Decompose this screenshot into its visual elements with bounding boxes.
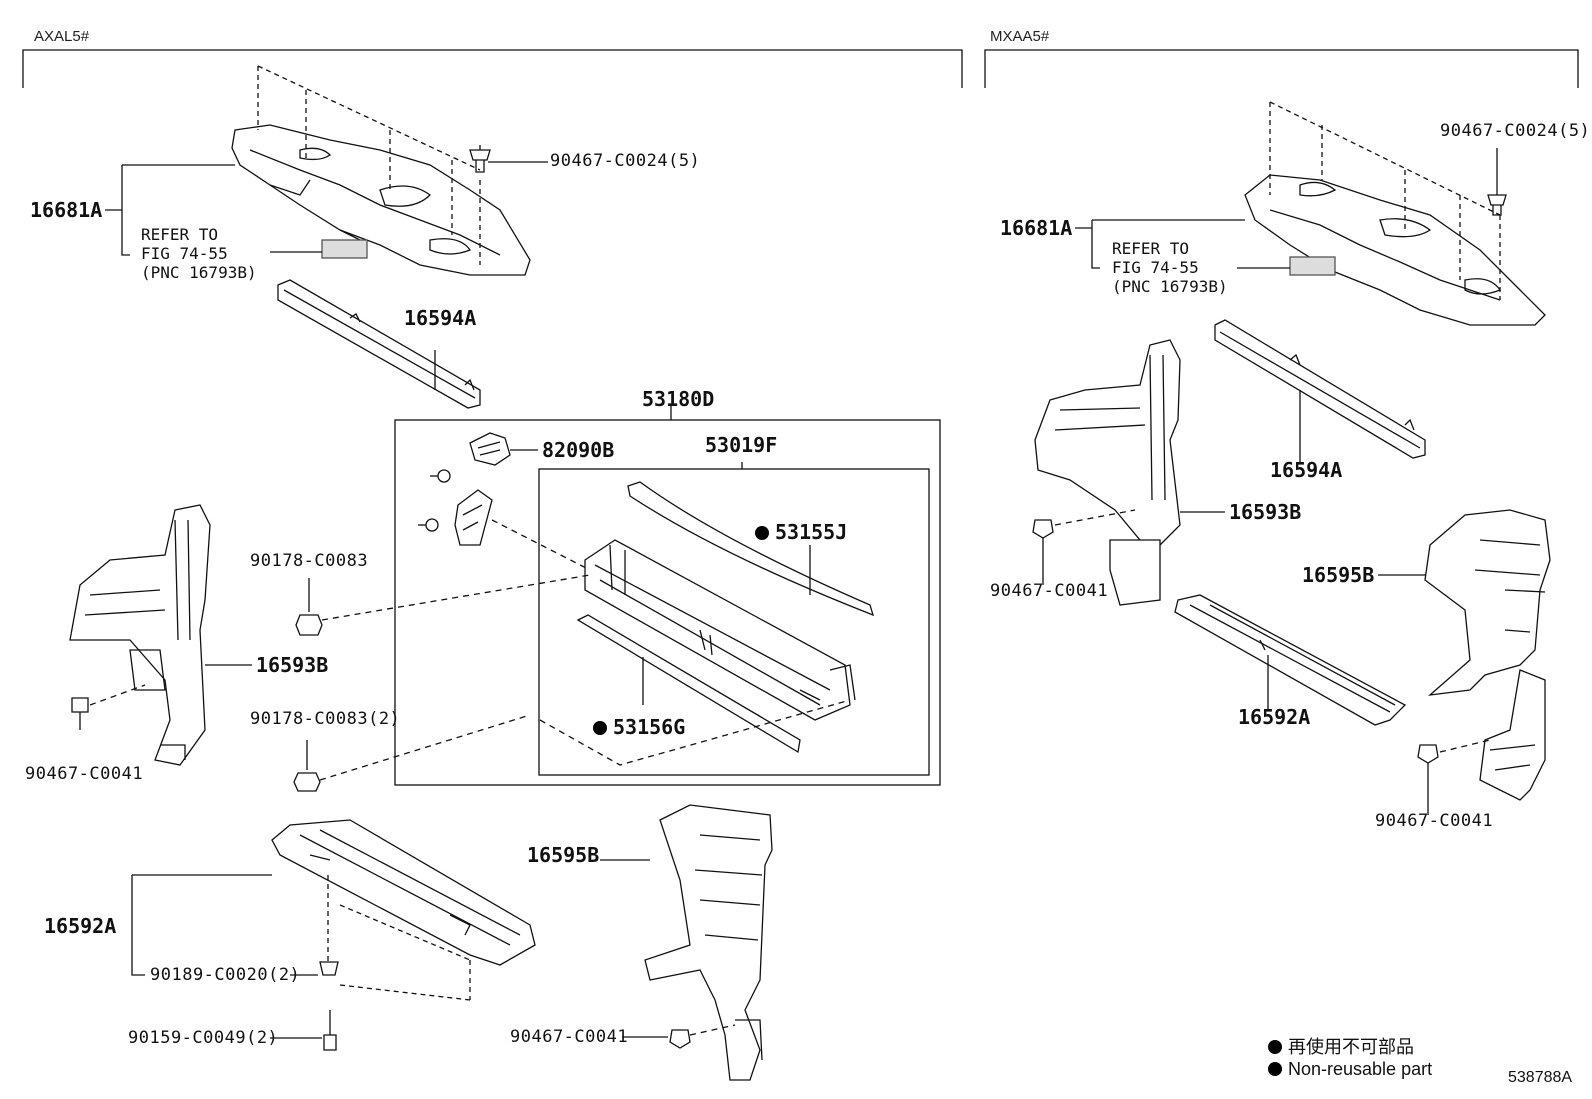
nut-90178-c0083-2 [293, 740, 321, 792]
label-53180d: 53180D [642, 387, 715, 411]
variant-header-right: MXAA5# [990, 28, 1050, 45]
dashed-guides-upper-right [1269, 101, 1501, 300]
nut-90178-c0083 [295, 578, 323, 636]
label-16592a-left: 16592A [44, 914, 117, 938]
clip-90467-c0024-right [1487, 148, 1507, 216]
side-duct-16593b-right [1034, 339, 1181, 606]
label-90467-c0024-right: 90467-C0024(5) [1440, 121, 1591, 141]
side-duct-16593b-left [69, 504, 211, 766]
assembly-box-53180d [394, 419, 941, 786]
label-53019f: 53019F [705, 433, 778, 457]
bracket-part [454, 489, 493, 546]
legend-dot [1268, 1062, 1282, 1076]
label-16595b-left: 16595B [527, 843, 600, 867]
label-16595b-right: 16595B [1302, 563, 1375, 587]
lower-shield-16592a-right [1174, 594, 1407, 726]
seal-53156g [576, 614, 801, 754]
label-16594a-right: 16594A [1270, 458, 1343, 482]
grille-frame-53019f [584, 539, 856, 721]
label-90467-c0041-left: 90467-C0041 [25, 764, 144, 784]
lower-shield-16592a-left [271, 819, 536, 966]
upper-cover-part-right [1244, 174, 1546, 326]
clip-90467-c0024-left [469, 145, 491, 173]
label-90467-c0041-right-b: 90467-C0041 [1375, 811, 1494, 831]
diagram-reference-number: 538788A [1508, 1069, 1573, 1086]
label-90467-c0041-right: 90467-C0041 [990, 581, 1109, 601]
seal-53155j [627, 481, 875, 617]
label-16681a-right: 16681A [1000, 216, 1073, 240]
bolt-90467-c0041-left [71, 697, 89, 730]
label-82090b: 82090B [542, 438, 615, 462]
right-section-bracket [984, 49, 1579, 88]
label-90178-c0083-2: 90178-C0083(2) [250, 709, 401, 729]
side-duct-16595b-left [644, 804, 773, 1081]
label-16593b-right: 16593B [1229, 500, 1302, 524]
label-90159-c0049: 90159-C0049(2) [128, 1028, 279, 1048]
legend-japanese: 再使用不可部品 [1268, 1033, 1414, 1059]
dashed-guides-upper-left [257, 65, 481, 265]
label-90178-c0083: 90178-C0083 [250, 551, 369, 571]
bolt-90467-c0041-right [1032, 519, 1054, 585]
legend-english: Non-reusable part [1268, 1059, 1432, 1080]
side-duct-16595b-right [1424, 509, 1551, 801]
legend-dot [1268, 1040, 1282, 1054]
label-90467-c0041-center: 90467-C0041 [510, 1027, 629, 1047]
left-section-bracket [22, 49, 963, 88]
seal-bar-16594a-left [277, 279, 481, 409]
upper-cover-part-left [231, 124, 531, 276]
variant-header-left: AXAL5# [34, 28, 90, 45]
label-90467-c0024-left: 90467-C0024(5) [550, 151, 701, 171]
label-53155j: 53155J [755, 522, 847, 542]
dashed-guides-lower-left [327, 875, 471, 1001]
refer-note-right: REFER TO FIG 74-55 (PNC 16793B) [1112, 239, 1228, 296]
sensor-82090b [469, 432, 511, 466]
bolt-small-a [430, 469, 451, 483]
assembly-box-53019f [538, 468, 930, 776]
bolt-small-b [418, 518, 439, 532]
label-16592a-right: 16592A [1238, 705, 1311, 729]
non-reusable-dot [593, 721, 607, 735]
label-90189-c0020: 90189-C0020(2) [150, 965, 301, 985]
label-16681a-left: 16681A [30, 198, 103, 222]
label-53156g: 53156G [593, 717, 685, 737]
non-reusable-dot [755, 526, 769, 540]
clip-90189-c0020 [319, 961, 339, 976]
screw-90159-c0049 [323, 1010, 337, 1051]
label-16593b-left: 16593B [256, 653, 329, 677]
refer-note-left: REFER TO FIG 74-55 (PNC 16793B) [141, 225, 257, 282]
bolt-90467-c0041-right-b [1417, 744, 1439, 815]
bolt-90467-c0041-center [669, 1029, 691, 1049]
seal-bar-16594a-right [1214, 319, 1426, 459]
label-16594a-left: 16594A [404, 306, 477, 330]
